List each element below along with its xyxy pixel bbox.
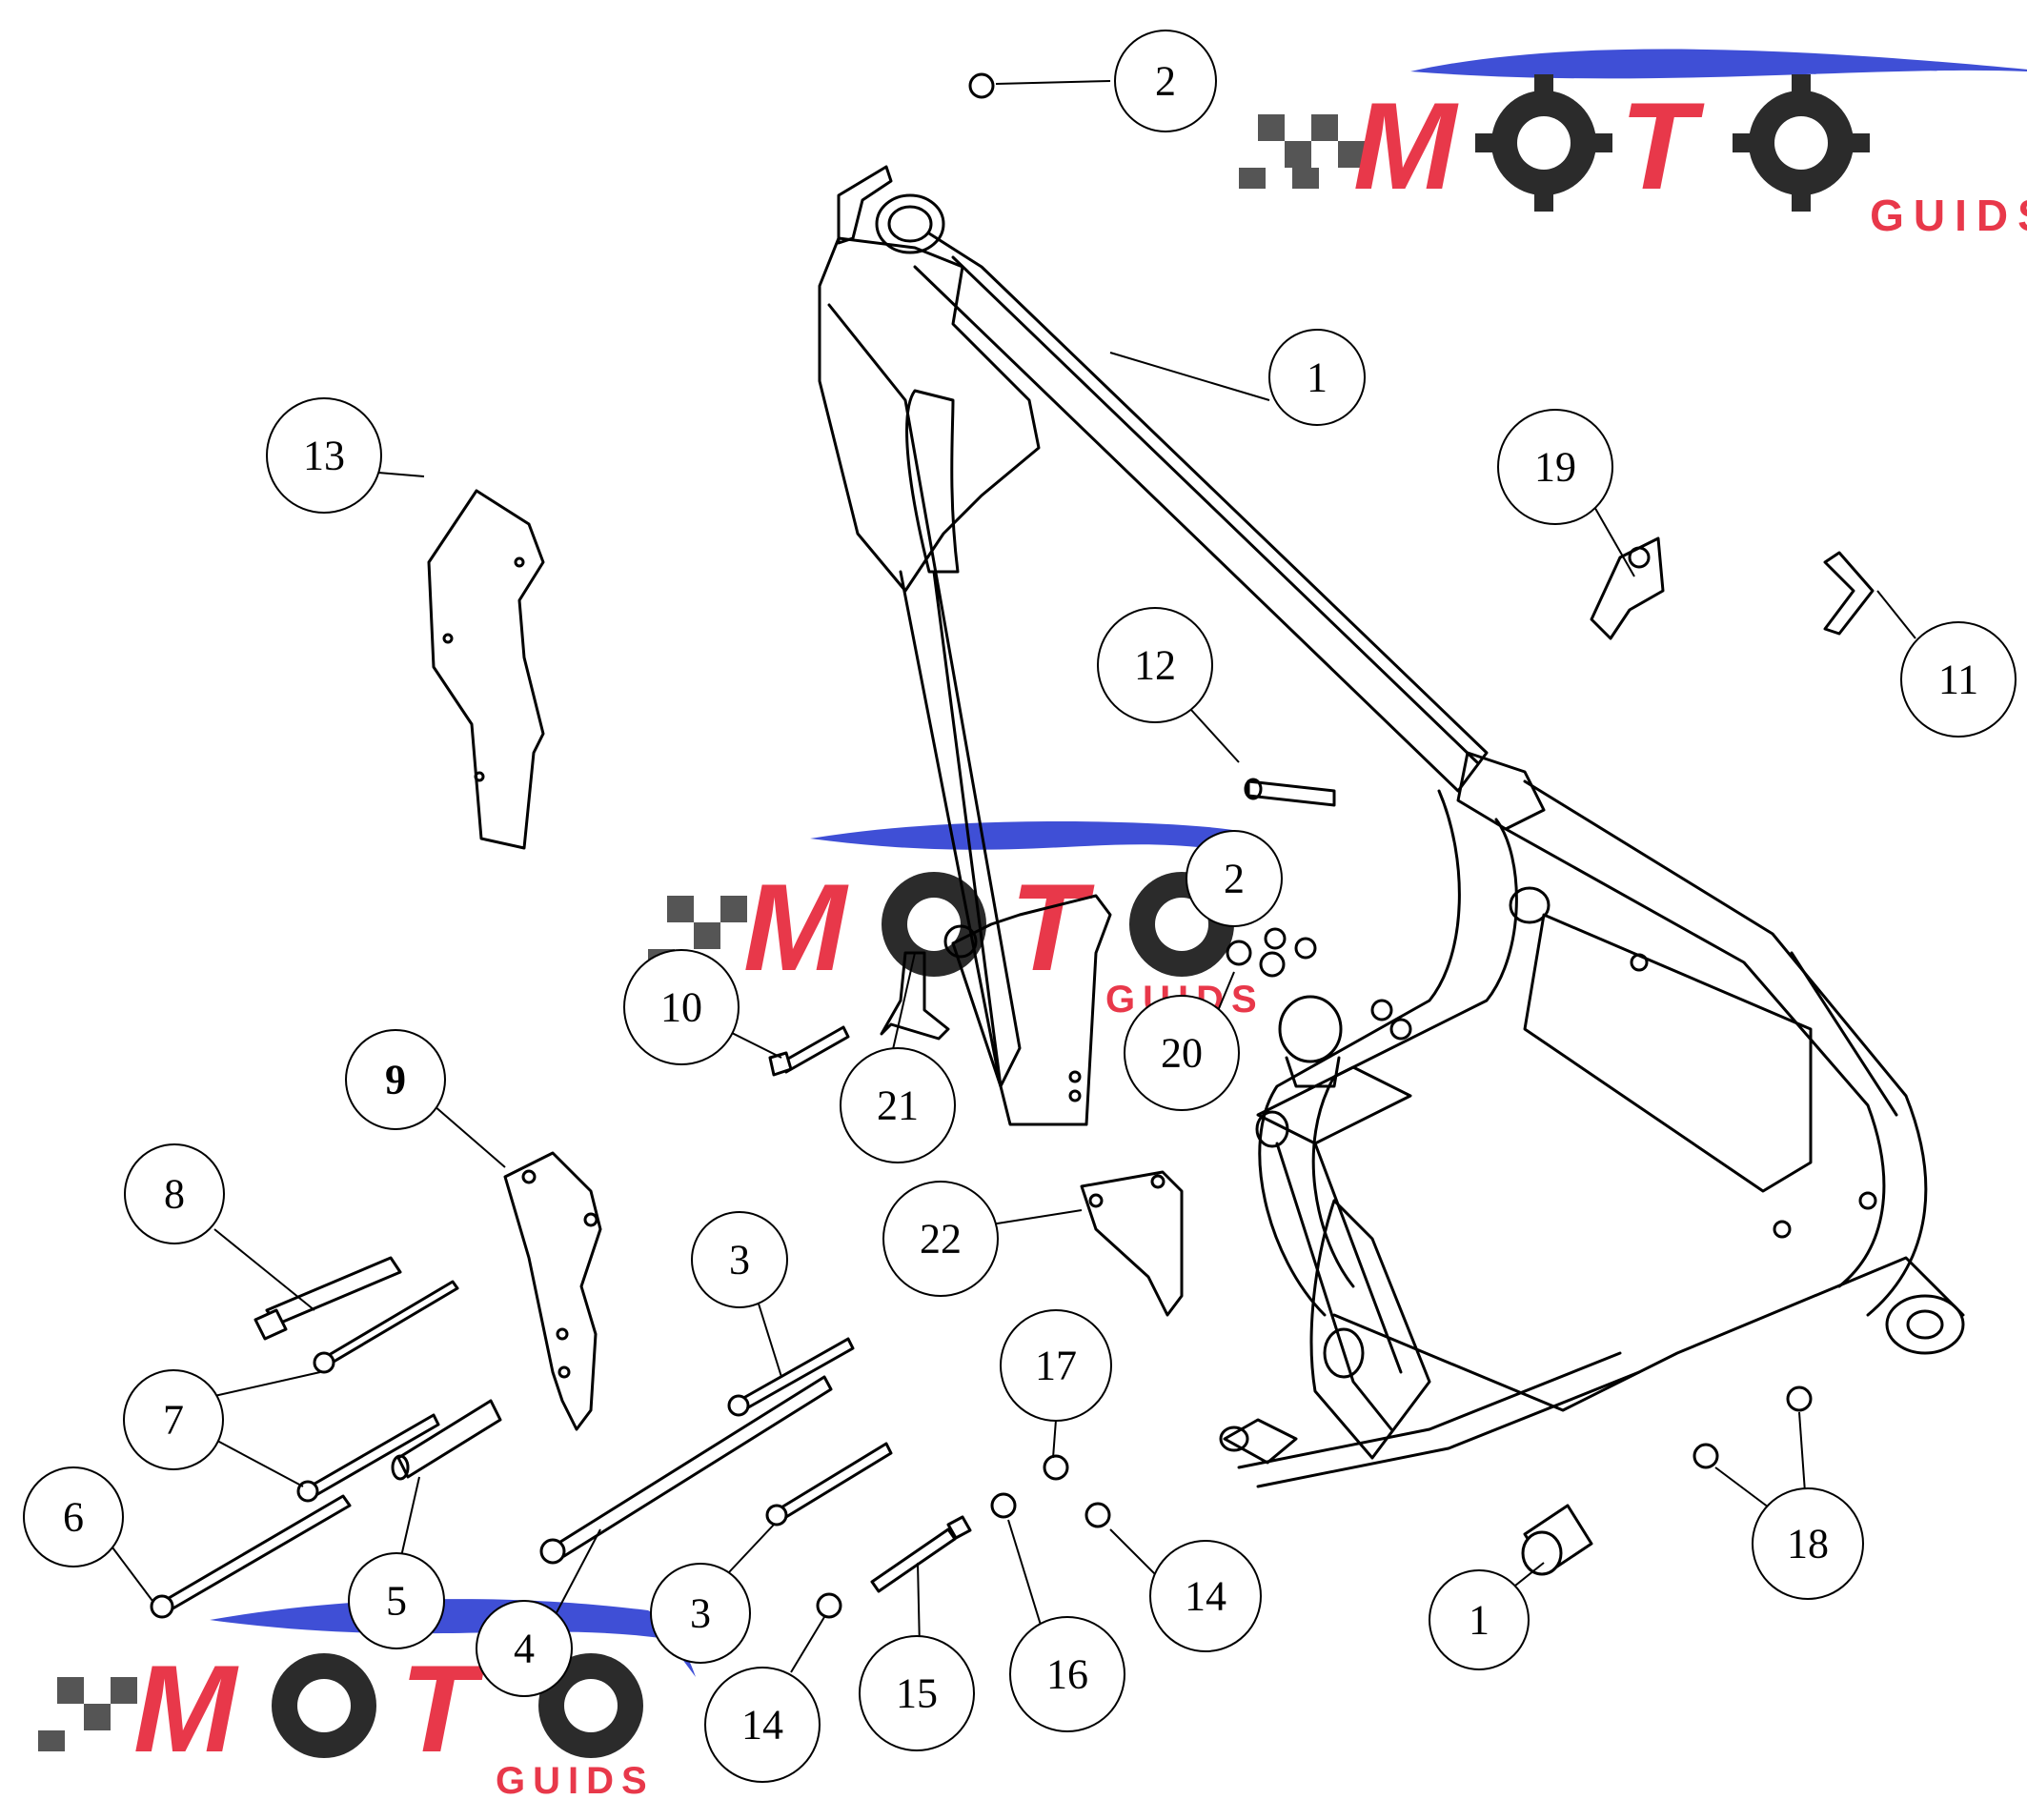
- svg-text:13: 13: [303, 433, 345, 479]
- part-22-bracket: [1080, 1170, 1184, 1317]
- callout-18: 18: [1752, 1487, 1864, 1600]
- part-2-nut-mid: [1264, 927, 1317, 960]
- callout-1-frame: 1: [1268, 329, 1366, 426]
- callout-8: 8: [124, 1143, 225, 1244]
- callout-21: 21: [840, 1047, 956, 1163]
- svg-text:10: 10: [660, 984, 702, 1031]
- callout-11: 11: [1900, 621, 2017, 738]
- svg-text:T: T: [1010, 858, 1095, 997]
- callout-17: 17: [1000, 1309, 1112, 1422]
- callout-15: 15: [859, 1635, 975, 1751]
- part-9-plate: [503, 1151, 602, 1431]
- callout-22: 22: [882, 1181, 999, 1297]
- svg-text:1: 1: [1307, 354, 1328, 401]
- part-6-bolt: [150, 1494, 352, 1619]
- svg-text:3: 3: [690, 1590, 711, 1637]
- part-18-nut-left: [1693, 1443, 1719, 1469]
- part-17-nut: [1043, 1454, 1069, 1481]
- part-11-clip: [1823, 551, 1875, 636]
- watermark-logo-middle: M T GUIDS: [648, 820, 1277, 1021]
- part-3-bolt-upper: [727, 1337, 855, 1417]
- callout-9: 9: [345, 1029, 446, 1130]
- frame-downtube-plate: [943, 894, 1112, 1126]
- watermark-logo-bottom: M T GUIDS: [38, 1599, 696, 1802]
- part-4-bolt: [539, 1375, 833, 1565]
- svg-text:11: 11: [1938, 657, 1978, 703]
- svg-text:T: T: [1620, 76, 1705, 215]
- part-12-stud: [1244, 778, 1336, 807]
- watermark-logo-top: M T GUIDS: [1239, 49, 2027, 240]
- part-14-nut-left: [816, 1592, 842, 1619]
- part-21-bracket: [880, 951, 950, 1041]
- svg-text:7: 7: [163, 1397, 184, 1444]
- part-1-bushing: [1521, 1504, 1593, 1576]
- svg-text:19: 19: [1534, 444, 1576, 491]
- callout-19: 19: [1497, 409, 1613, 525]
- part-7-bolt-upper: [313, 1280, 459, 1374]
- part-14-nut-right: [1084, 1502, 1111, 1528]
- svg-text:GUIDS: GUIDS: [496, 1760, 655, 1802]
- callout-10: 10: [623, 949, 740, 1065]
- svg-text:14: 14: [1185, 1573, 1226, 1620]
- part-5-spacer: [391, 1399, 502, 1481]
- callout-14-right: 14: [1149, 1540, 1262, 1652]
- callout-1-bushing: 1: [1429, 1569, 1530, 1670]
- svg-text:M: M: [743, 858, 849, 997]
- callout-20: 20: [1124, 995, 1240, 1111]
- svg-text:17: 17: [1035, 1343, 1077, 1389]
- svg-text:T: T: [400, 1639, 485, 1778]
- svg-text:22: 22: [920, 1216, 962, 1263]
- svg-text:5: 5: [386, 1578, 407, 1625]
- svg-text:8: 8: [164, 1171, 185, 1218]
- part-8-bolt: [253, 1256, 402, 1341]
- svg-text:18: 18: [1787, 1521, 1829, 1567]
- svg-text:M: M: [1353, 76, 1459, 215]
- callout-2-mid: 2: [1186, 830, 1283, 927]
- svg-text:9: 9: [385, 1057, 406, 1103]
- svg-text:2: 2: [1224, 856, 1245, 902]
- svg-text:16: 16: [1046, 1651, 1088, 1698]
- part-3-bolt-lower: [765, 1442, 893, 1527]
- callout-7: 7: [123, 1369, 224, 1470]
- callout-2-top: 2: [1114, 30, 1217, 132]
- part-15-bolt: [870, 1515, 972, 1593]
- svg-text:4: 4: [514, 1626, 535, 1672]
- part-10-bolt: [768, 1025, 850, 1077]
- part-16-washer: [990, 1492, 1017, 1519]
- part-20-washers: [1226, 940, 1286, 978]
- svg-text:21: 21: [877, 1082, 919, 1129]
- frame-assembly: [818, 165, 1965, 1488]
- svg-text:15: 15: [896, 1670, 938, 1717]
- svg-text:14: 14: [741, 1702, 783, 1749]
- part-2-nut-top: [968, 72, 995, 99]
- callout-16: 16: [1009, 1616, 1125, 1732]
- callout-5: 5: [348, 1552, 445, 1649]
- svg-text:2: 2: [1155, 58, 1176, 105]
- svg-text:12: 12: [1134, 642, 1176, 689]
- callout-12: 12: [1097, 607, 1213, 723]
- callout-6: 6: [23, 1466, 124, 1567]
- svg-text:M: M: [133, 1639, 239, 1778]
- callout-3-top: 3: [691, 1211, 788, 1308]
- svg-text:3: 3: [729, 1237, 750, 1284]
- svg-text:20: 20: [1161, 1030, 1203, 1077]
- callout-3-bot: 3: [650, 1563, 751, 1664]
- callout-13: 13: [266, 397, 382, 514]
- svg-text:1: 1: [1469, 1597, 1490, 1644]
- svg-text:6: 6: [63, 1494, 84, 1541]
- callout-14-left: 14: [704, 1667, 821, 1783]
- svg-text:GUIDS: GUIDS: [1870, 191, 2027, 240]
- part-19-bracket: [1590, 536, 1665, 640]
- callout-4: 4: [476, 1600, 573, 1697]
- part-13-cover: [427, 489, 545, 850]
- part-18-nut-right: [1786, 1385, 1813, 1412]
